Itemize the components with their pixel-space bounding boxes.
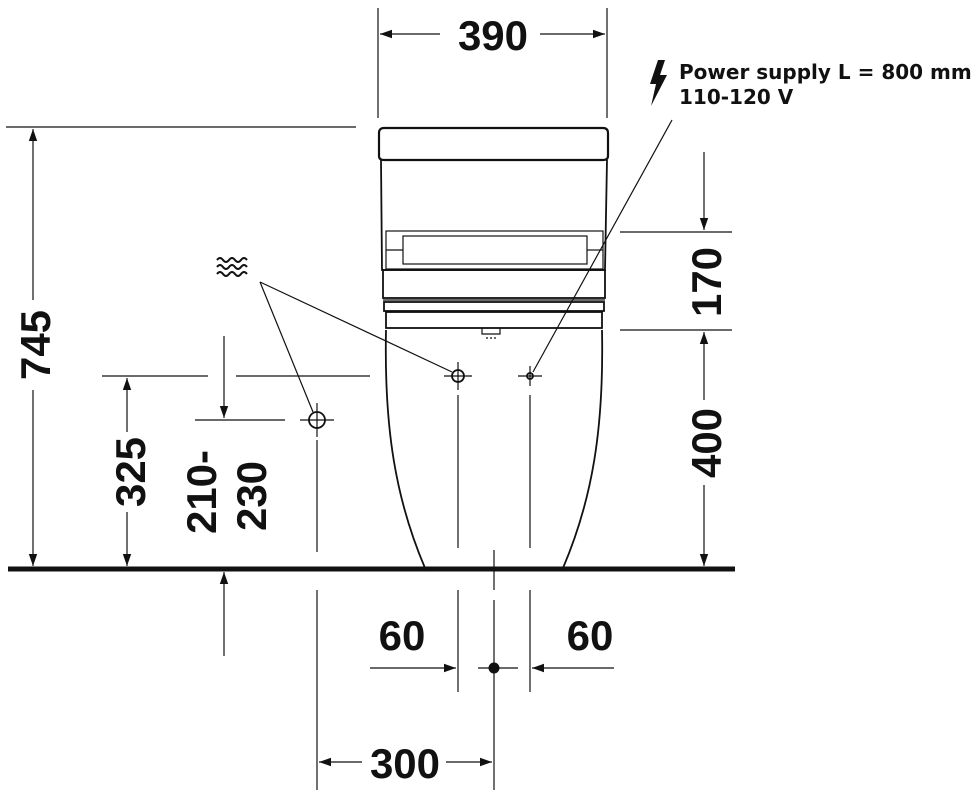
dim-offset-right: 60 bbox=[567, 612, 614, 659]
dim-height-supply: 400 bbox=[683, 408, 730, 478]
power-connection-symbol bbox=[518, 366, 542, 386]
dim-height-total: 745 bbox=[12, 310, 59, 380]
water-inlet-symbol bbox=[300, 403, 334, 437]
dim-offset-wall: 300 bbox=[370, 740, 440, 787]
water-waves-icon bbox=[216, 257, 248, 277]
dim-height-waste-line2: 230 bbox=[228, 461, 275, 531]
dimension-lines bbox=[28, 29, 709, 767]
supply-connection-symbol bbox=[444, 362, 472, 390]
extension-lines bbox=[6, 8, 732, 790]
dim-width-total: 390 bbox=[458, 12, 528, 59]
drain-center-symbol bbox=[478, 662, 518, 674]
power-voltage-note: 110-120 V bbox=[679, 85, 794, 109]
lightning-bolt-icon bbox=[650, 60, 667, 106]
leader-lines bbox=[259, 119, 673, 413]
dim-height-tank: 170 bbox=[683, 247, 730, 317]
dim-height-water-inlet: 325 bbox=[107, 437, 154, 507]
toilet-outline bbox=[377, 126, 610, 569]
dim-height-waste-line1: 210- bbox=[178, 450, 225, 534]
power-supply-note: Power supply L = 800 mm bbox=[679, 60, 972, 84]
dim-offset-left: 60 bbox=[379, 612, 426, 659]
